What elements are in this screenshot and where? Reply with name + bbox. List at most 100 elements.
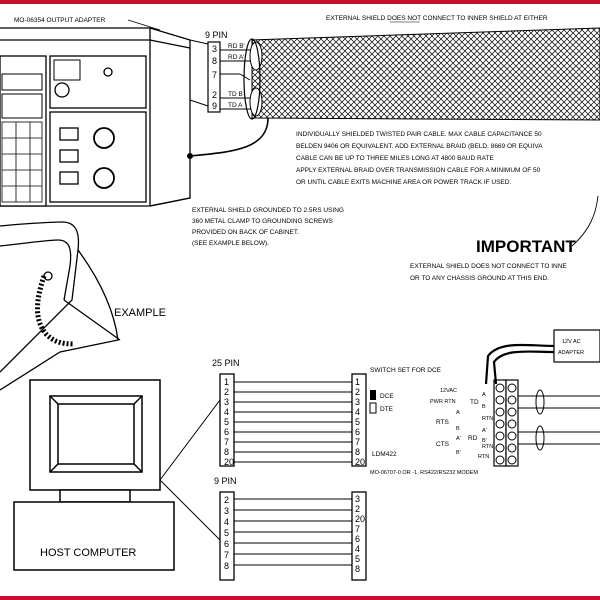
ground-note-line: (SEE EXAMPLE BELOW). (192, 240, 269, 247)
terminal-screw (507, 431, 517, 441)
modem-label: MO-06707-0 OR -1, RS422/RS232 MODEM (370, 470, 478, 476)
term-a: A (482, 392, 486, 398)
output-adapter-cabinet (0, 27, 191, 207)
term-b: B (482, 404, 486, 410)
cable-note-line: APPLY EXTERNAL BRAID OVER TRANSMISSION C… (296, 167, 541, 174)
term-a-prime: A' (482, 428, 487, 434)
host-computer-label: HOST COMPUTER (40, 547, 136, 559)
terminal-screw (495, 443, 505, 453)
term-rtn: RTN (478, 454, 489, 460)
pin9b-right: 3 (355, 494, 360, 504)
terminal-screw (507, 407, 517, 417)
pin9b-left: 5 (224, 528, 229, 538)
pin-3: 3 (212, 44, 217, 54)
pin25-left: 1 (224, 377, 229, 387)
terminal-screw (507, 395, 517, 405)
dte-switch (369, 402, 377, 414)
host-computer (13, 379, 175, 571)
left-9pin-connector (219, 491, 235, 581)
terminal-screw (495, 419, 505, 429)
example-cabinet-detail (0, 221, 121, 391)
pin25-left: 4 (224, 407, 229, 417)
term-pwr-rtn: PWR RTN (430, 399, 456, 405)
pin9b-left: 2 (224, 495, 229, 505)
term-rd: RD (468, 435, 478, 442)
red-frame-top (0, 0, 600, 4)
pin25-right: 8 (355, 447, 360, 457)
output-pairs (518, 389, 600, 451)
terminal-screw (495, 431, 505, 441)
term-b-prime: B' (456, 450, 461, 456)
pin25-right: 3 (355, 397, 360, 407)
term-cts: CTS (436, 441, 450, 448)
25pin-wires (234, 381, 352, 463)
adapter-12v-line: ADAPTER (558, 350, 584, 356)
terminal-screw (495, 455, 505, 465)
ldm-label: LDM422 (372, 451, 397, 458)
cable-note-line: CABLE CAN BE UP TO THREE MILES LONG AT 4… (296, 155, 495, 162)
pin25-left: 6 (224, 427, 229, 437)
pin9b-right: 8 (355, 564, 360, 574)
pin25-left: 7 (224, 437, 229, 447)
terminal-labels: 12VAC PWR RTN TD RTN RTS RD RTN CTS RTN … (430, 388, 493, 460)
pin9-label: 9 PIN (205, 30, 228, 40)
pin-8: 8 (212, 56, 217, 66)
pin9b-label: 9 PIN (214, 476, 237, 486)
pin25-left: 5 (224, 417, 229, 427)
pin-2: 2 (212, 90, 217, 100)
right-25pin-connector (351, 373, 367, 467)
adapter-label: MO-06354 OUTPUT ADAPTER (14, 17, 106, 24)
pin25-left: 3 (224, 397, 229, 407)
term-a: A (456, 410, 460, 416)
cable-spec-note: INDIVIDUALLY SHIELDED TWISTED PAIR CABLE… (296, 131, 543, 186)
pin-7: 7 (212, 70, 217, 80)
term-b-prime: B' (482, 438, 487, 444)
dce-switch (370, 390, 376, 400)
pin9b-left: 7 (224, 550, 229, 560)
adapter-12v-box (553, 329, 600, 363)
adapter-cord (484, 343, 555, 385)
pin25-right: 20 (355, 457, 365, 467)
adapter-12v-line: 12V AC (562, 339, 581, 345)
ground-note-line: 360 METAL CLAMP TO GROUNDING SCREWS (192, 218, 334, 225)
terminal-screw (507, 443, 517, 453)
signal-td-b: TD B (228, 91, 243, 98)
pin9b-left: 4 (224, 517, 229, 527)
pin9b-right: 4 (355, 544, 360, 554)
pin25-right: 6 (355, 427, 360, 437)
dte-label: DTE (380, 406, 394, 413)
signal-rd-a: RD A' (228, 54, 244, 61)
term-td: TD (470, 399, 479, 406)
keypad-grid (1, 121, 43, 203)
signal-rd-b: RD B' (228, 43, 245, 50)
shielded-braided-cable (243, 27, 600, 121)
left-25pin-connector (219, 373, 235, 467)
cable-note-line: OR UNTIL CABLE EXITS MACHINE AREA OR POW… (296, 179, 511, 186)
ground-note-line: EXTERNAL SHIELD GROUNDED TO 2.5RS USING (192, 207, 344, 214)
terminal-screw (495, 395, 505, 405)
red-frame-bottom (0, 596, 600, 600)
pin9b-right: 6 (355, 534, 360, 544)
pin25-left: 2 (224, 387, 229, 397)
cable-note-line: INDIVIDUALLY SHIELDED TWISTED PAIR CABLE… (296, 131, 542, 138)
pin9b-right: 2 (355, 504, 360, 514)
cable-note-line: BELDEN 9406 OR EQUIVALENT. ADD EXTERNAL … (296, 143, 543, 150)
pin25-label: 25 PIN (212, 358, 240, 368)
terminal-screw (507, 419, 517, 429)
ground-wire (189, 117, 269, 157)
term-a-prime: A' (456, 436, 461, 442)
pin25-right: 1 (355, 377, 360, 387)
term-rtn: RTN (482, 416, 493, 422)
pin25-right: 2 (355, 387, 360, 397)
term-rtn: RTN (482, 444, 493, 450)
important-note-line: EXTERNAL SHIELD DOES NOT CONNECT TO INNE (410, 263, 567, 270)
adapter-cord (492, 350, 555, 385)
important-note-line: OR TO ANY CHASSIS GROUND AT THIS END. (410, 275, 549, 282)
pin9b-left: 3 (224, 506, 229, 516)
pin9b-left: 6 (224, 539, 229, 549)
term-12vac: 12VAC (440, 388, 457, 394)
